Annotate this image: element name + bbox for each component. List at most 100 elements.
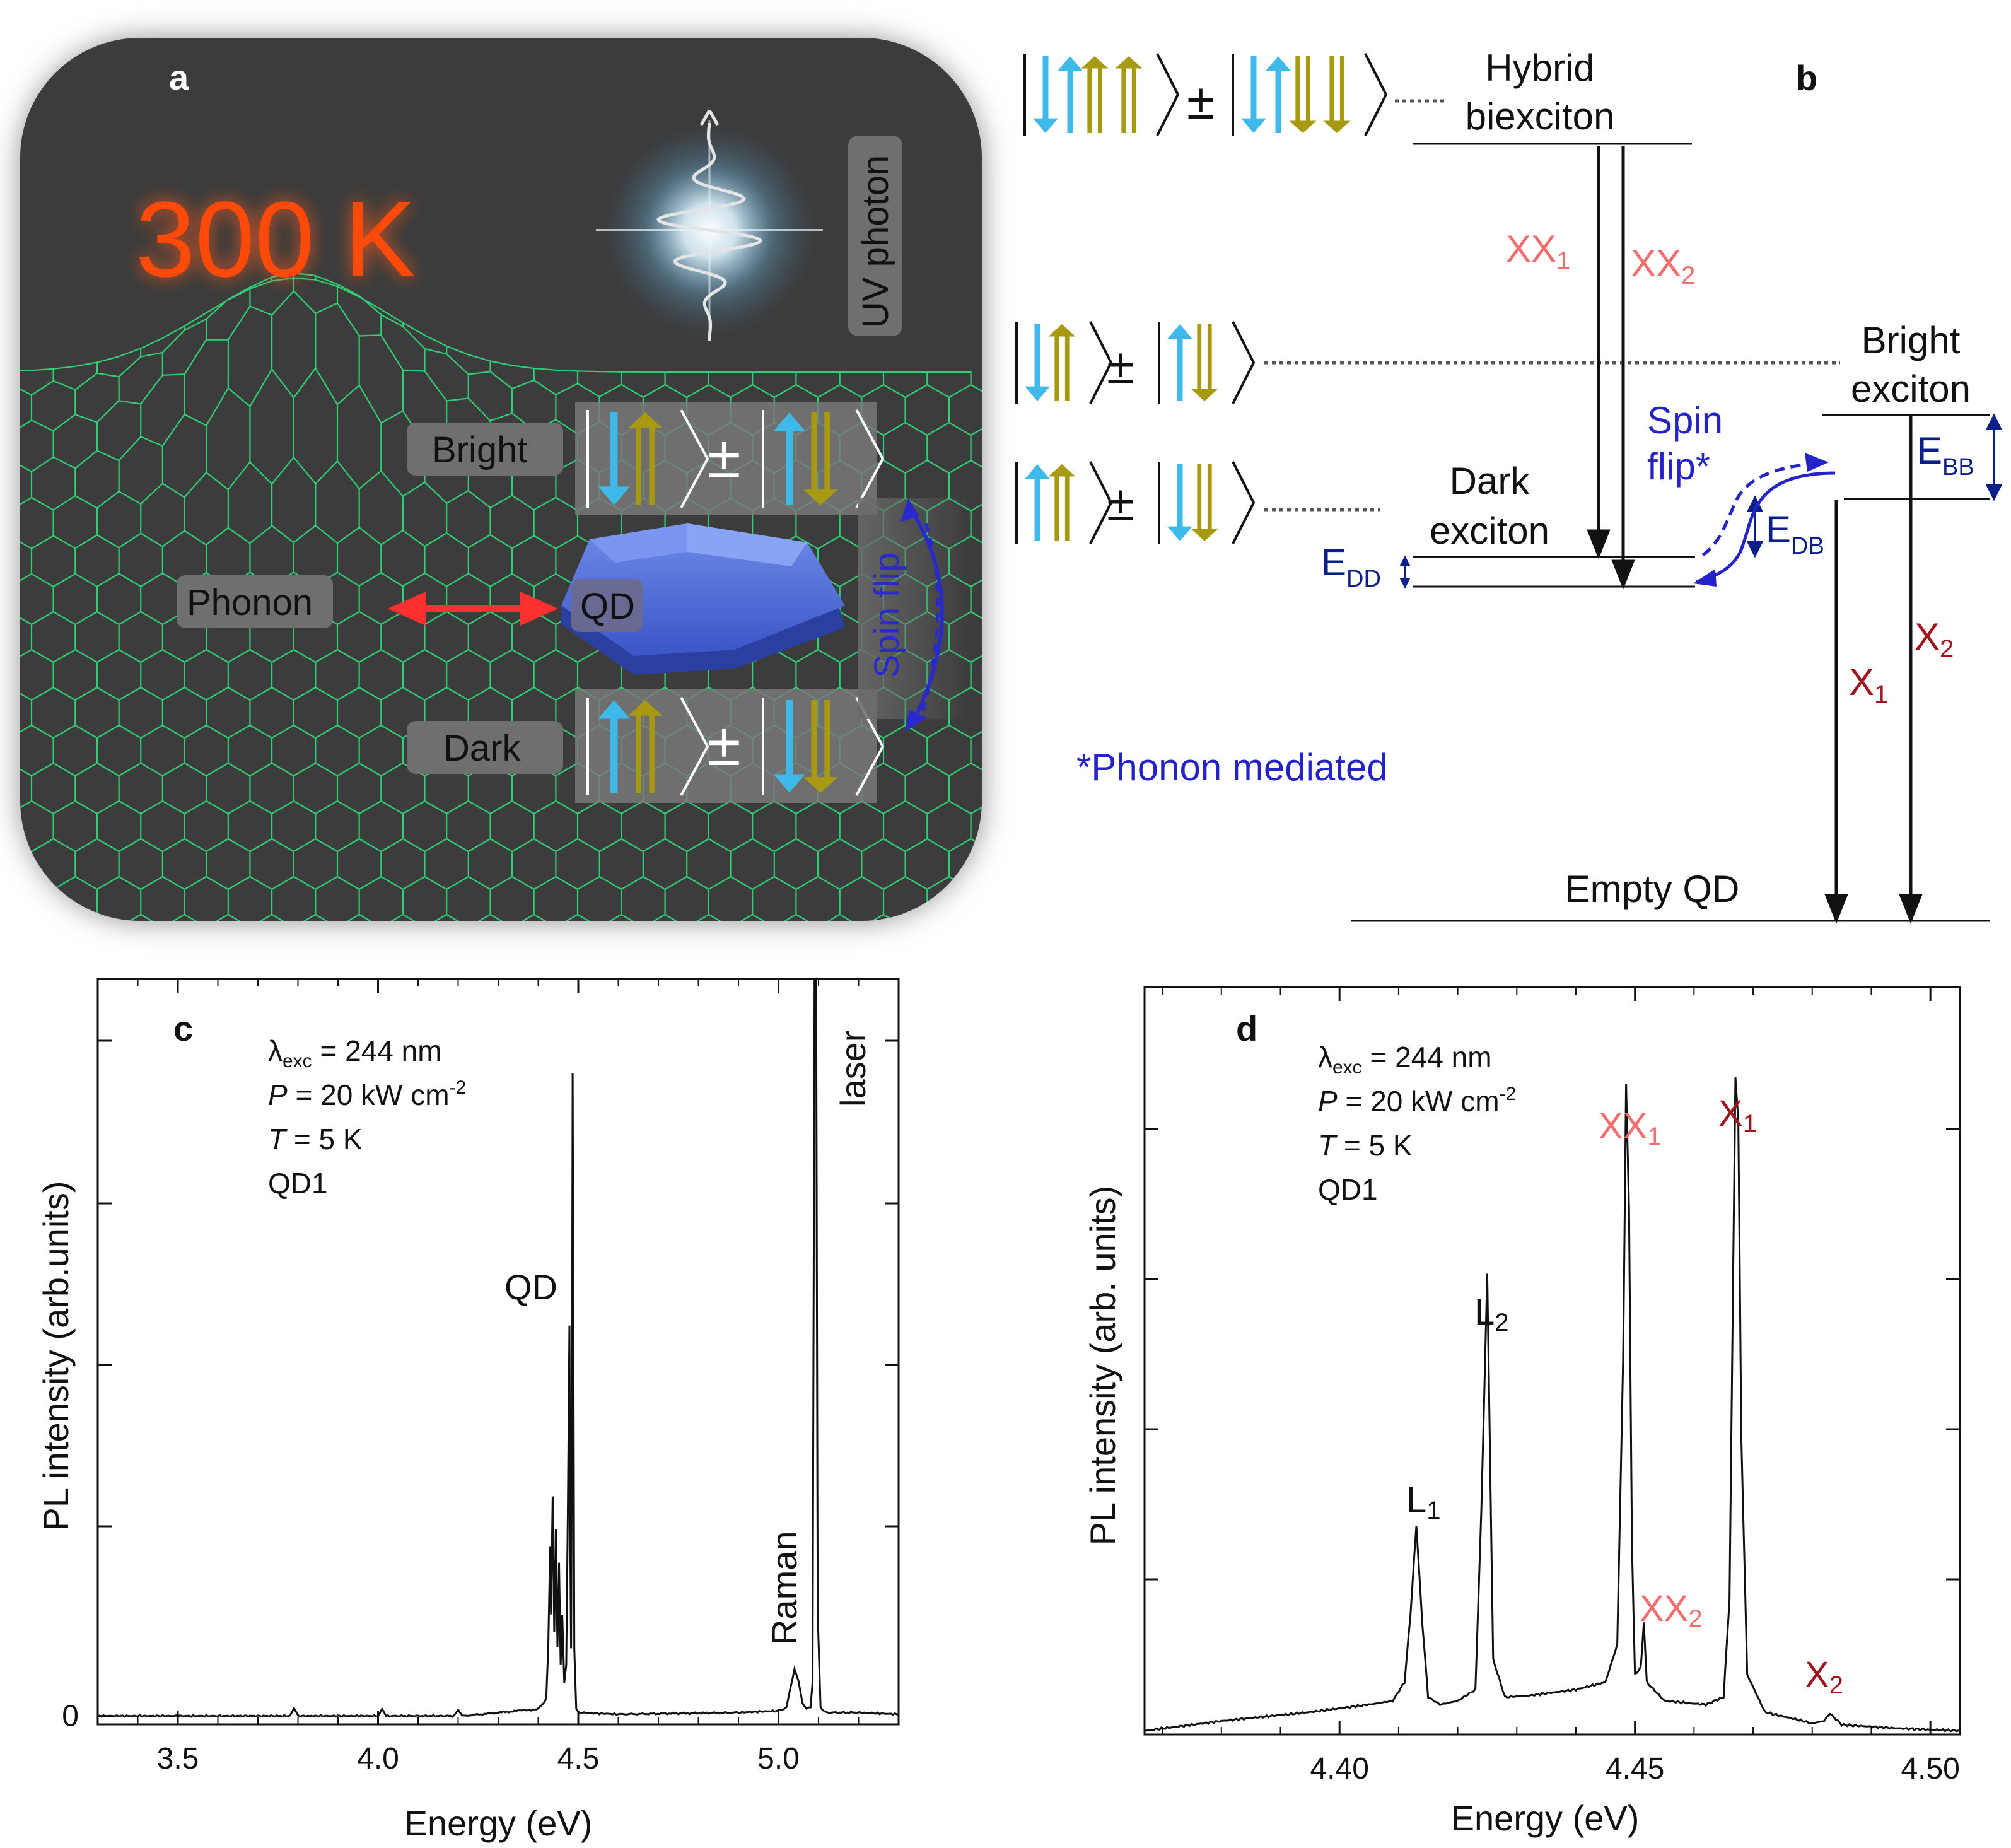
edd-arrow — [1399, 555, 1411, 589]
dark-plus-minus: ± — [708, 711, 741, 778]
ket-bracket — [680, 409, 709, 508]
spin-arrow-head — [1048, 324, 1076, 337]
panel-d-annotation-2: P = 20 kW cm-2 — [1318, 1084, 1516, 1118]
x-tick-label: 4.50 — [1901, 1752, 1959, 1786]
panel-d-peak-l1: L1 — [1406, 1480, 1441, 1524]
panel-b-letter: b — [1796, 58, 1817, 98]
edb-label: EDB — [1766, 508, 1824, 559]
spin-arrow-head — [1058, 56, 1083, 71]
bright-exciton-label-1: Bright — [1862, 319, 1961, 361]
phonon-mediated-note: *Phonon mediated — [1076, 746, 1388, 788]
spin-arrow-head — [628, 412, 663, 428]
panel-d-ticks: 4.40 4.45 4.50 — [1145, 987, 1960, 1786]
panel-d-y-axis-label: PL intensity (arb. units) — [1083, 1186, 1122, 1546]
panel-d-annotation-4: QD1 — [1318, 1173, 1378, 1206]
spin-flip-label-1: Spin — [1647, 399, 1723, 442]
transition-arrows — [1587, 146, 1923, 924]
panel-b-spin-flip-arrow — [1693, 453, 1836, 587]
spin-arrow-head — [1081, 56, 1109, 69]
spin-flip-label-2: flip* — [1647, 445, 1710, 488]
temperature-label: 300 K — [136, 180, 416, 300]
uv-photon-label: UV photon — [855, 155, 896, 328]
ebb-label: EBB — [1917, 430, 1974, 481]
panel-d-peak-l2: L2 — [1474, 1292, 1509, 1336]
ket-bracket — [1089, 461, 1113, 544]
ket-bracket — [1364, 53, 1388, 136]
dark-pm: ± — [1107, 475, 1134, 531]
x-tick-label: 5.0 — [757, 1742, 800, 1775]
spin-arrow-head — [1241, 118, 1266, 133]
ket-bracket — [1232, 321, 1256, 404]
x-tick-label: 4.0 — [357, 1742, 399, 1775]
phonon-coupling-arrow — [388, 592, 558, 626]
dark-label-box — [407, 721, 563, 774]
panel-d-annotation-3: T = 5 K — [1318, 1129, 1413, 1162]
panel-d-peak-xx2: XX2 — [1640, 1588, 1703, 1633]
x2-label: X2 — [1915, 616, 1954, 663]
panel-c-letter: c — [173, 1009, 193, 1048]
spin-arrow-head — [628, 700, 663, 716]
panel-d-spectrum-line — [1144, 1077, 1961, 1733]
ebb-arrow — [1985, 413, 2003, 501]
dark-exciton-label-1: Dark — [1450, 460, 1530, 502]
xx1-label: XX1 — [1506, 228, 1570, 275]
spin-arrow-head — [1048, 464, 1076, 477]
spin-arrow-head — [598, 700, 630, 719]
xx2-label: XX2 — [1631, 242, 1695, 289]
panel-d-peak-xx1: XX1 — [1599, 1106, 1662, 1150]
x1-label: X1 — [1849, 661, 1888, 708]
panel-c-peak-laser: laser — [833, 1031, 873, 1107]
phonon-label-box — [177, 575, 333, 628]
panel-d-frame — [1143, 986, 1961, 1736]
hybrid-label-1: Hybrid — [1485, 47, 1594, 89]
panel-d-peak-x1: X1 — [1718, 1093, 1757, 1138]
x-tick-label: 3.5 — [157, 1742, 199, 1775]
spin-flip-box — [858, 498, 971, 719]
dark-label: Dark — [443, 728, 521, 769]
panel-d-annotation-1: λexc = 244 nm — [1318, 1041, 1492, 1078]
spin-arrow-head — [1167, 526, 1192, 541]
x-tick-label: 4.45 — [1606, 1752, 1664, 1786]
uv-photon-icon — [596, 109, 823, 341]
panel-c-annotation-4: QD1 — [268, 1167, 328, 1200]
spin-arrow-head — [1323, 120, 1351, 133]
spin-arrow-head — [1289, 120, 1317, 133]
panel-c-y-axis-label: PL intensity (arb.units) — [36, 1181, 76, 1531]
spin-arrow-head — [773, 774, 805, 793]
x-tick-label: 4.40 — [1310, 1752, 1368, 1786]
panel-c-annotation-3: T = 5 K — [268, 1123, 363, 1155]
empty-qd-label: Empty QD — [1565, 868, 1740, 910]
ket-bracket — [855, 409, 885, 508]
temperature-glow: 300 K — [136, 180, 416, 300]
panel-a-letter: a — [169, 57, 189, 97]
spin-arrow-head — [1025, 386, 1050, 401]
ket-bracket — [1089, 321, 1113, 404]
bright-plus-minus: ± — [708, 423, 741, 491]
spin-arrow-head — [1167, 324, 1192, 339]
qd-label: QD — [580, 586, 635, 627]
spin-arrow-head — [598, 486, 630, 505]
panel-c-peak-qd: QD — [504, 1267, 557, 1307]
panel-d-peak-x2: X2 — [1805, 1654, 1843, 1699]
x-tick-label: 4.5 — [557, 1742, 600, 1775]
hybrid-pm: ± — [1187, 73, 1215, 129]
panel-c-annotation-2: P = 20 kW cm-2 — [268, 1077, 466, 1111]
spin-arrow-head — [1033, 118, 1058, 133]
panel-c-spectrum-line — [97, 977, 899, 1718]
phonon-label: Phonon — [187, 582, 313, 623]
spin-arrow-head — [803, 777, 838, 793]
panel-c-peak-raman: Raman — [764, 1531, 804, 1645]
panel-b: b ± ± ± Hybrid biexciton Bright exciton … — [1015, 47, 2003, 924]
spin-arrow-head — [1266, 56, 1291, 71]
uv-photon-label-box — [848, 136, 902, 336]
spin-arrow-head — [1191, 529, 1218, 541]
spin-arrow-head — [1115, 56, 1143, 69]
panel-c-x-axis-label: Energy (eV) — [404, 1803, 593, 1843]
panel-b-spin-kets — [1015, 53, 1388, 544]
panel-a: a 300 K 300 K UV photon Bright Dark Phon… — [19, 37, 984, 923]
qd-label-box — [571, 579, 643, 632]
